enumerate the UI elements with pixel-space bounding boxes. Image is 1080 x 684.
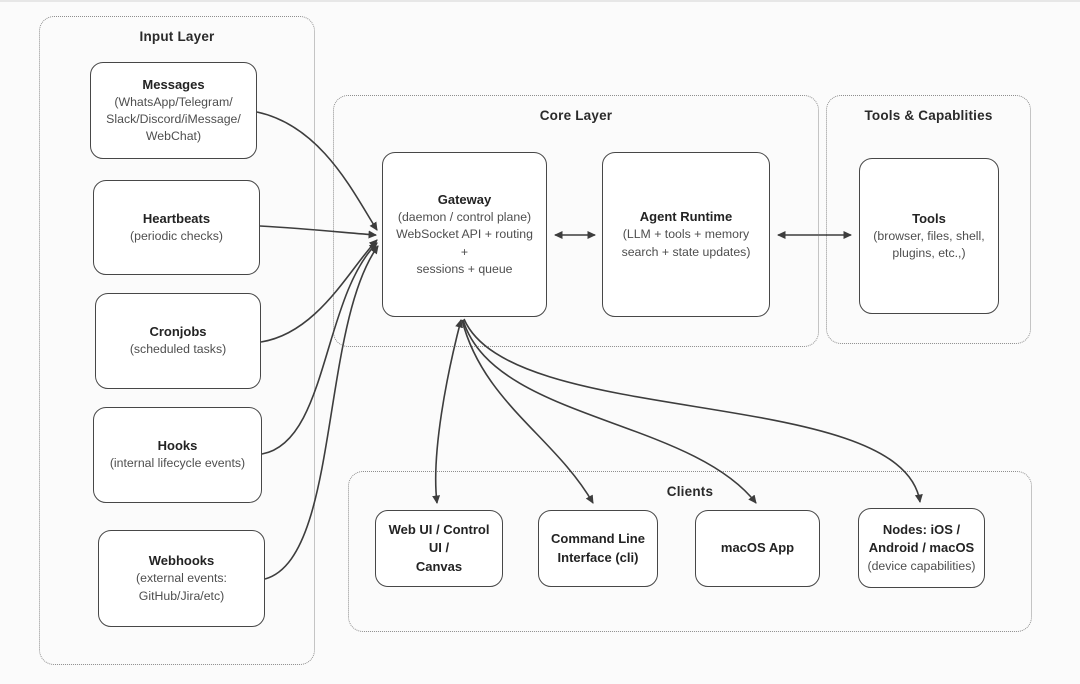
node-hooks-detail: (internal lifecycle events) xyxy=(109,456,246,471)
node-heartbeats-detail: (periodic checks) xyxy=(130,228,223,243)
node-nodes-devices-title: Nodes: iOS / Android / macOS xyxy=(868,522,975,556)
group-core-layer-title: Core Layer xyxy=(539,108,613,123)
node-web-ui-title: Web UI / Control UI / Canvas xyxy=(388,522,490,574)
node-nodes-devices-detail: (device capabilities) xyxy=(867,558,976,573)
group-input-layer-title: Input Layer xyxy=(139,29,215,44)
node-gateway-detail: (daemon / control plane) WebSocket API +… xyxy=(396,210,533,276)
group-clients-title: Clients xyxy=(666,484,714,499)
node-messages-detail: (WhatsApp/Telegram/ Slack/Discord/iMessa… xyxy=(106,94,241,144)
node-hooks-title: Hooks xyxy=(157,438,198,454)
node-cronjobs-detail: (scheduled tasks) xyxy=(129,342,227,357)
node-cli: Command Line Interface (cli) xyxy=(538,510,658,587)
node-cronjobs: Cronjobs (scheduled tasks) xyxy=(95,293,261,389)
node-webhooks: Webhooks (external events: GitHub/Jira/e… xyxy=(98,530,265,627)
node-macos-app-title: macOS App xyxy=(720,540,795,556)
node-webhooks-title: Webhooks xyxy=(148,553,215,569)
node-tools-detail: (browser, files, shell, plugins, etc.,) xyxy=(873,228,985,261)
node-heartbeats: Heartbeats (periodic checks) xyxy=(93,180,260,275)
node-agent-runtime-title: Agent Runtime xyxy=(639,209,733,225)
node-webhooks-detail: (external events: GitHub/Jira/etc) xyxy=(136,571,227,603)
node-tools: Tools (browser, files, shell, plugins, e… xyxy=(859,158,999,314)
node-macos-app: macOS App xyxy=(695,510,820,587)
node-agent-runtime-detail: (LLM + tools + memory search + state upd… xyxy=(621,227,751,259)
node-gateway: Gateway (daemon / control plane) WebSock… xyxy=(382,152,547,317)
node-cli-title: Command Line Interface (cli) xyxy=(551,531,645,565)
node-gateway-title: Gateway xyxy=(437,192,492,207)
node-messages-title: Messages xyxy=(142,76,205,92)
node-tools-title: Tools xyxy=(912,210,946,226)
group-tools-capablities-title: Tools & Capablities xyxy=(864,108,993,123)
node-hooks: Hooks (internal lifecycle events) xyxy=(93,407,262,503)
node-web-ui: Web UI / Control UI / Canvas xyxy=(375,510,503,587)
node-cronjobs-title: Cronjobs xyxy=(149,324,207,340)
group-tools-capablities: Tools & Capablities xyxy=(826,95,1031,344)
node-messages: Messages (WhatsApp/Telegram/ Slack/Disco… xyxy=(90,62,257,159)
node-heartbeats-title: Heartbeats xyxy=(142,210,211,226)
node-nodes-devices: Nodes: iOS / Android / macOS (device cap… xyxy=(858,508,985,588)
node-agent-runtime: Agent Runtime (LLM + tools + memory sear… xyxy=(602,152,770,317)
